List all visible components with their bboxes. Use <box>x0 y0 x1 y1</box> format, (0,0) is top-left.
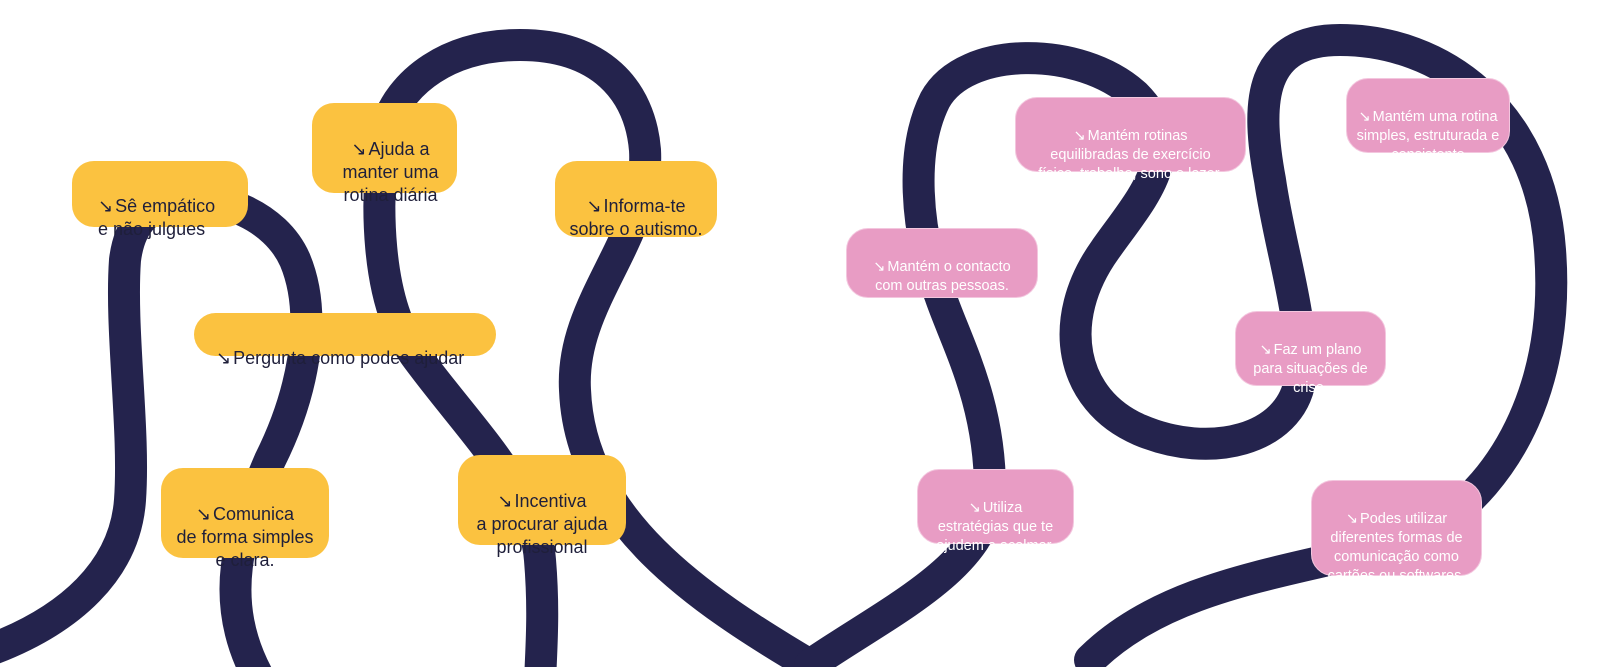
path-left-2 <box>363 114 559 667</box>
arrow-icon: ↘ <box>195 504 212 524</box>
tip-calm-strategies: ↘Utiliza estratégias que te ajudem a aca… <box>917 469 1074 554</box>
tip-text: Informa-te sobre o autismo. <box>569 196 703 239</box>
arrow-icon: ↘ <box>1259 342 1272 358</box>
tip-text: Ajuda a manter uma rotina diária <box>342 139 439 205</box>
arrow-icon: ↘ <box>968 500 981 516</box>
tip-professional-help: ↘Incentiva a procurar ajuda profissional <box>458 455 626 557</box>
arrow-icon: ↘ <box>351 139 367 159</box>
path-left-1 <box>0 183 323 667</box>
tip-text: Mantém uma rotina simples, estruturada e… <box>1356 109 1500 163</box>
arrow-icon: ↘ <box>586 196 602 216</box>
tip-text: Comunica de forma simples e clara. <box>176 504 314 570</box>
tip-text: Utiliza estratégias que te ajudem a acal… <box>936 500 1055 554</box>
tip-text: Mantém rotinas equilibradas de exercício… <box>1038 128 1223 182</box>
arrow-icon: ↘ <box>873 259 886 275</box>
arrow-icon: ↘ <box>1073 128 1086 144</box>
tip-text: Faz um plano para situações de crise. <box>1253 342 1368 396</box>
arrow-icon: ↘ <box>497 491 513 511</box>
tip-keep-contact: ↘Mantém o contacto com outras pessoas. <box>846 228 1038 298</box>
tip-text: Pergunta como podes ajudar <box>233 348 465 368</box>
tip-simple-routine: ↘Mantém uma rotina simples, estruturada … <box>1346 78 1510 163</box>
tip-crisis-plan: ↘Faz um plano para situações de crise. <box>1235 311 1386 396</box>
arrow-icon: ↘ <box>98 196 114 216</box>
tip-balanced-routines: ↘Mantém rotinas equilibradas de exercíci… <box>1015 97 1246 182</box>
tip-communicate: ↘Comunica de forma simples e clara. <box>161 468 329 570</box>
arrow-icon: ↘ <box>1345 511 1359 527</box>
tip-empathy: ↘Sê empático e não julgues <box>72 161 248 239</box>
tip-text: Sê empático e não julgues <box>98 196 216 239</box>
tip-communication-forms: ↘Podes utilizar diferentes formas de com… <box>1311 480 1482 584</box>
tip-text: Mantém o contacto com outras pessoas. <box>875 259 1011 294</box>
tip-inform-autism: ↘Informa-te sobre o autismo. <box>555 161 717 239</box>
arrow-icon: ↘ <box>216 348 232 368</box>
tip-ask-help: ↘Pergunta como podes ajudar <box>194 313 496 368</box>
tip-routine: ↘Ajuda a manter uma rotina diária <box>312 103 457 205</box>
tip-text: Podes utilizar diferentes formas de comu… <box>1327 511 1466 584</box>
tip-text: Incentiva a procurar ajuda profissional <box>476 491 608 557</box>
arrow-icon: ↘ <box>1358 109 1371 125</box>
